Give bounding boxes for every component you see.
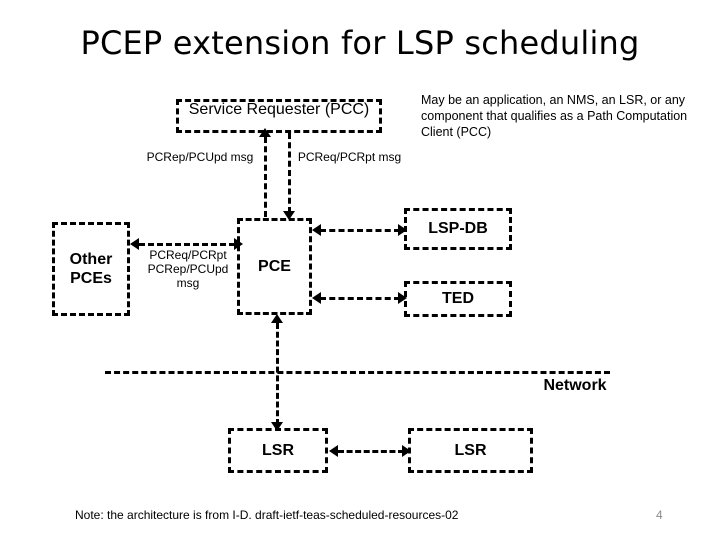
footer-note: Note: the architecture is from I-D. draf… <box>75 508 459 522</box>
arrowhead-up-to-pcc <box>259 128 271 137</box>
connector-lsr-lsr <box>338 450 404 453</box>
arrowhead-right-to-lspdb <box>398 224 407 236</box>
box-lsp-db[interactable]: LSP-DB <box>404 208 512 250</box>
network-boundary-line <box>105 371 610 374</box>
connector-pce-to-pcc <box>264 137 267 217</box>
connector-pce-lsr <box>276 323 279 425</box>
box-ted-label: TED <box>442 290 474 307</box>
box-service-requester[interactable]: Service Requester (PCC) <box>176 99 382 133</box>
arrowhead-up-to-pce-lsr <box>271 314 283 323</box>
arrowhead-left-to-otherpces <box>130 238 139 250</box>
network-label: Network <box>543 377 607 394</box>
arrowhead-down-to-lsr <box>271 422 283 431</box>
arrowhead-left-to-pce-ted <box>312 292 321 304</box>
connector-pce-ted <box>320 297 400 300</box>
page-number: 4 <box>656 508 663 522</box>
label-pcreq-pcrpt-msg: PCReq/PCRpt msg <box>297 150 402 164</box>
label-pce-peer-msg: PCReq/PCRpt PCRep/PCUpd msg <box>147 248 229 290</box>
box-other-pces[interactable]: Other PCEs <box>52 222 130 316</box>
box-pce[interactable]: PCE <box>237 218 312 315</box>
box-lsp-db-label: LSP-DB <box>428 220 488 237</box>
connector-otherpces-pce <box>139 243 235 246</box>
box-pce-label: PCE <box>258 257 291 275</box>
arrowhead-right-to-pce <box>234 238 243 250</box>
arrowhead-right-to-ted <box>398 292 407 304</box>
pcc-description-note: May be an application, an NMS, an LSR, o… <box>421 93 688 139</box>
arrowhead-down-to-pce <box>283 211 295 220</box>
connector-pce-lspdb <box>320 229 400 232</box>
arrowhead-left-to-lsr-left <box>329 445 338 457</box>
box-lsr-right-label: LSR <box>454 441 487 459</box>
label-pcrep-pcupd-msg: PCRep/PCUpd msg <box>146 150 254 164</box>
box-lsr-right[interactable]: LSR <box>408 428 533 473</box>
box-lsr-left-label: LSR <box>262 441 294 459</box>
page-title: PCEP extension for LSP scheduling <box>80 24 640 62</box>
box-ted[interactable]: TED <box>404 281 512 317</box>
box-service-requester-label: Service Requester (PCC) <box>188 101 370 118</box>
arrowhead-right-to-lsr-right <box>402 445 411 457</box>
box-other-pces-label: Other PCEs <box>69 251 113 287</box>
box-lsr-left[interactable]: LSR <box>228 428 328 473</box>
connector-pcc-to-pce <box>288 133 291 213</box>
arrowhead-left-to-pce-lspdb <box>312 224 321 236</box>
